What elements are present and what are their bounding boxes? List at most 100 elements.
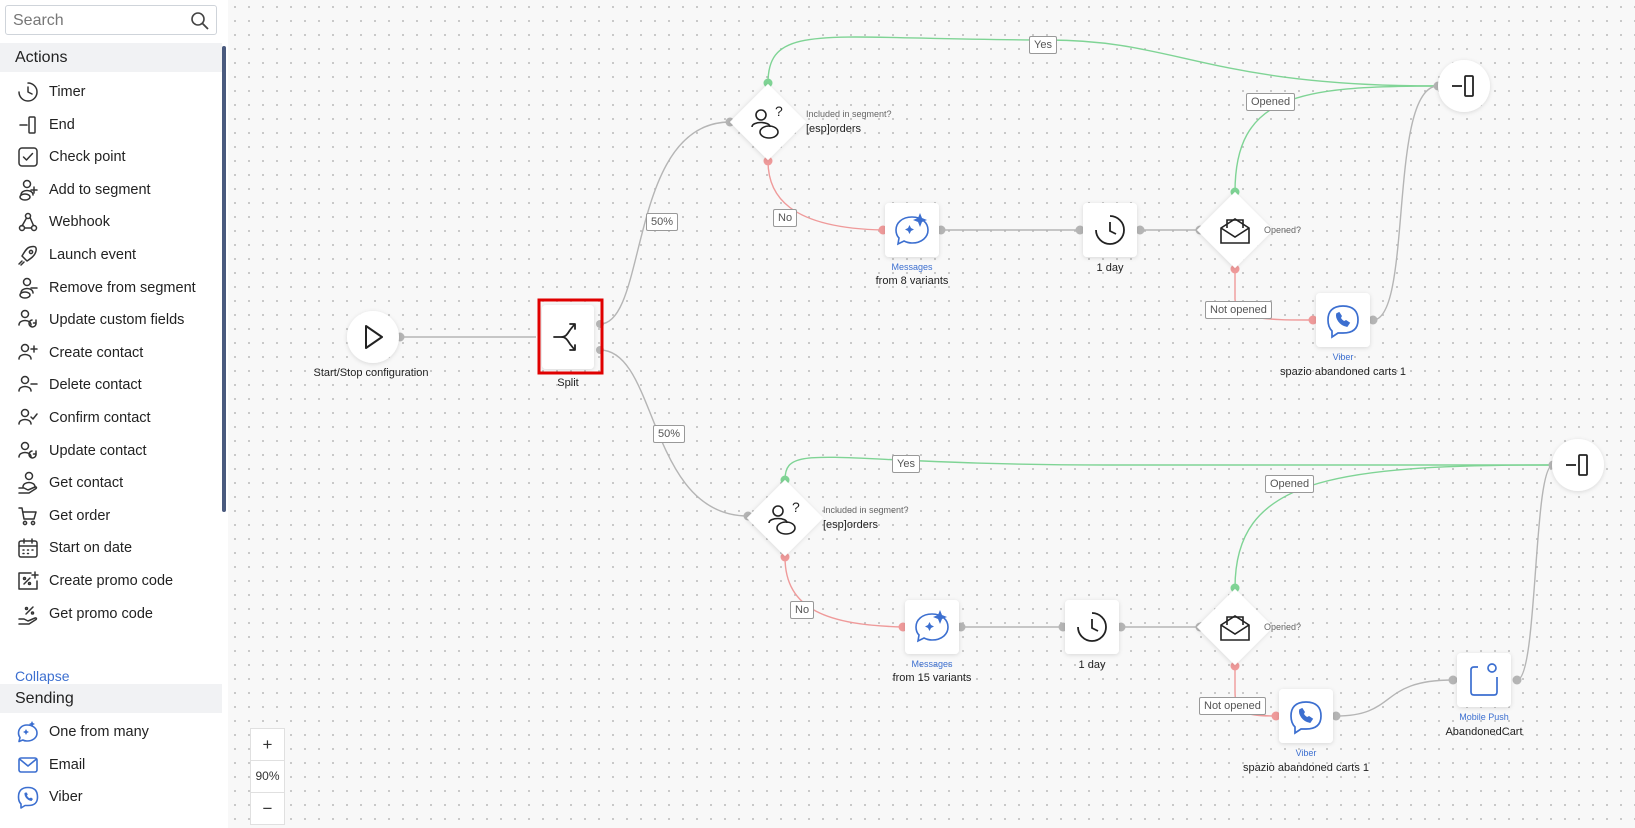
svg-text:?: ? — [792, 499, 800, 515]
opened-envelope-icon — [1220, 615, 1250, 641]
split-node[interactable] — [537, 298, 604, 375]
edge-label-bottom-pct: 50% — [653, 425, 686, 443]
workflow-canvas[interactable]: ? — [228, 0, 1635, 828]
bottom-messages-type: Messages — [911, 659, 953, 669]
sidebar-item-get-order[interactable]: Get order — [0, 500, 222, 532]
viber-icon — [1327, 305, 1359, 339]
bottom-end-node[interactable] — [1552, 439, 1604, 491]
sidebar-item-label: End — [49, 116, 75, 133]
webhook-icon — [15, 209, 41, 235]
sidebar-item-one-from-many[interactable]: One from many — [0, 716, 222, 748]
sidebar-item-viber[interactable]: Viber — [0, 781, 222, 813]
sidebar-item-label: Get promo code — [49, 605, 153, 622]
end-icon — [1566, 454, 1588, 476]
push-type: Mobile Push — [1459, 712, 1509, 722]
top-segment-decision-node[interactable]: ? — [729, 83, 807, 161]
play-icon — [365, 325, 383, 349]
edge-label-top-opened: Opened — [1246, 93, 1296, 111]
search-input[interactable] — [13, 11, 183, 31]
sidebar-item-label: Update custom fields — [49, 312, 185, 329]
top-segment-question: Included in segment? — [806, 109, 892, 119]
top-end-node[interactable] — [1438, 60, 1490, 112]
edge-label-top-no: No — [773, 209, 798, 227]
sidebar-item-start-on-date[interactable]: Start on date — [0, 532, 222, 564]
viber-icon — [1290, 701, 1322, 735]
bottom-segment-decision-node[interactable]: ? — [746, 479, 824, 557]
sidebar-item-label: Delete contact — [49, 377, 142, 394]
sidebar-item-label: Get contact — [49, 475, 124, 492]
sidebar-item-get-promo-code[interactable]: Get promo code — [0, 598, 222, 630]
check-point-icon — [15, 144, 41, 170]
sidebar-item-create-promo-code[interactable]: Create promo code — [0, 565, 222, 597]
top-viber-node[interactable] — [1316, 293, 1370, 347]
email-icon — [15, 752, 41, 778]
calendar-icon — [15, 535, 41, 561]
sidebar-item-delete-contact[interactable]: Delete contact — [0, 369, 222, 401]
sidebar-item-get-contact[interactable]: Get contact — [0, 467, 222, 499]
bottom-opened-decision-node[interactable] — [1196, 588, 1274, 666]
sidebar-item-label: Add to segment — [49, 181, 151, 198]
sparkle-chat-icon — [15, 719, 41, 745]
search-box[interactable] — [5, 5, 217, 35]
split-node-label: Split — [557, 377, 579, 389]
top-timer-node[interactable] — [1083, 203, 1137, 257]
sidebar-item-label: Confirm contact — [49, 410, 151, 426]
bottom-viber-label: spazio abandoned carts 1 — [1243, 762, 1369, 774]
sidebar-item-email[interactable]: Email — [0, 749, 222, 781]
get-promo-code-icon — [15, 601, 41, 627]
sidebar-scrollbar[interactable] — [222, 46, 226, 512]
mobile-push-node[interactable] — [1457, 653, 1511, 707]
sidebar-item-update-contact[interactable]: Update contact — [0, 435, 222, 467]
edge-label-bottom-yes: Yes — [892, 455, 920, 473]
sparkle-chat-icon — [915, 610, 949, 643]
top-messages-label: from 8 variants — [875, 275, 949, 287]
bottom-segment-name: [esp]orders — [823, 519, 879, 531]
sidebar-item-check-point[interactable]: Check point — [0, 141, 222, 173]
push-label: AbandonedCart — [1445, 726, 1523, 738]
collapse-link[interactable]: Collapse — [15, 668, 70, 684]
actions-section-header[interactable]: Actions — [0, 43, 222, 72]
top-opened-question: Opened? — [1264, 225, 1302, 235]
sidebar-item-remove-from-segment[interactable]: Remove from segment — [0, 272, 222, 304]
sending-section-header[interactable]: Sending — [0, 684, 222, 713]
edge-label-top-pct: 50% — [646, 213, 679, 231]
zoom-out-button[interactable]: − — [262, 799, 273, 818]
sidebar-item-webhook[interactable]: Webhook — [0, 206, 222, 238]
add-to-segment-icon — [15, 177, 41, 203]
bottom-viber-node[interactable] — [1279, 689, 1333, 743]
sidebar-item-label: Create contact — [49, 344, 144, 361]
bottom-messages-node[interactable] — [905, 600, 959, 654]
sidebar-item-confirm-contact[interactable]: Confirm contact — [0, 402, 222, 434]
sidebar-item-add-to-segment[interactable]: Add to segment — [0, 174, 222, 206]
bottom-timer-node[interactable] — [1065, 600, 1119, 654]
sidebar-item-label: Remove from segment — [49, 279, 196, 296]
zoom-in-button[interactable]: + — [262, 735, 273, 754]
top-viber-label: spazio abandoned carts 1 — [1280, 366, 1406, 378]
sidebar-item-timer[interactable]: Timer — [0, 76, 222, 108]
top-timer-label: 1 day — [1096, 262, 1124, 274]
sidebar-item-label: Viber — [49, 789, 83, 806]
sidebar-item-label: Start on date — [49, 540, 133, 557]
top-segment-name: [esp]orders — [806, 123, 862, 135]
start-node[interactable] — [347, 311, 399, 363]
svg-text:?: ? — [775, 103, 783, 119]
sidebar-item-end[interactable]: End — [0, 109, 222, 141]
edge-label-top-yes: Yes — [1029, 36, 1057, 54]
confirm-contact-icon — [15, 405, 41, 431]
workflow-diagram: ? — [347, 36, 1604, 743]
sidebar-item-create-contact[interactable]: Create contact — [0, 337, 222, 369]
top-messages-node[interactable] — [885, 203, 939, 257]
sidebar-item-label: Get order — [49, 507, 111, 524]
sidebar-item-label: Timer — [49, 84, 86, 100]
sidebar-item-launch-event[interactable]: Launch event — [0, 239, 222, 271]
sidebar-item-update-custom-fields[interactable]: Update custom fields — [0, 304, 222, 336]
connector-bottom-no — [784, 556, 904, 628]
delete-contact-icon — [15, 372, 41, 398]
connector-bottom-yes — [784, 456, 1553, 481]
connector-split-top — [599, 121, 731, 325]
edge-label-bottom-not-opened: Not opened — [1199, 697, 1266, 715]
top-opened-decision-node[interactable] — [1196, 191, 1274, 269]
connector-bottom-push-end — [1516, 464, 1554, 681]
search-icon[interactable] — [190, 11, 210, 31]
timer-icon — [1095, 215, 1125, 245]
